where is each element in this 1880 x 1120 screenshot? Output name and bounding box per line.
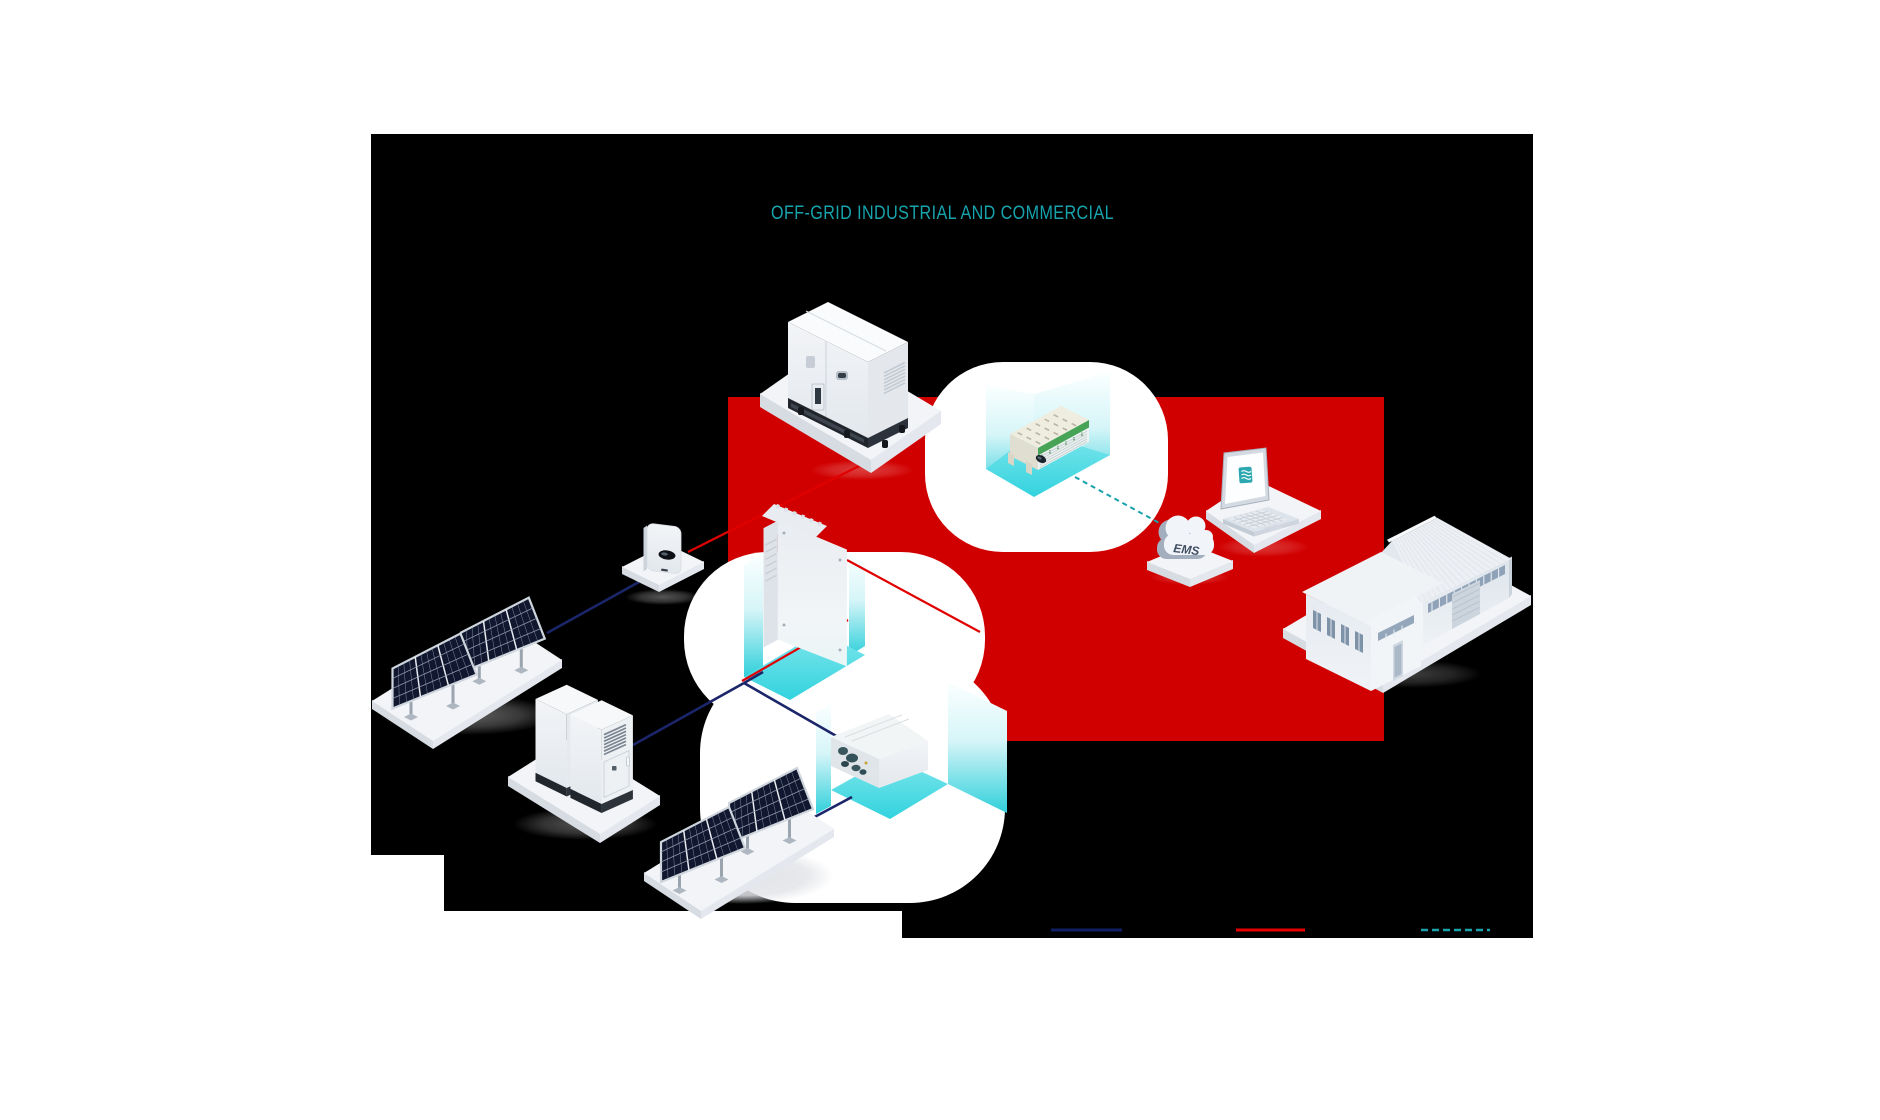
svg-text:OFF-GRID INDUSTRIAL AND COMMER: OFF-GRID INDUSTRIAL AND COMMERCIAL xyxy=(771,202,1114,224)
svg-text:EMS: EMS xyxy=(1173,541,1201,558)
